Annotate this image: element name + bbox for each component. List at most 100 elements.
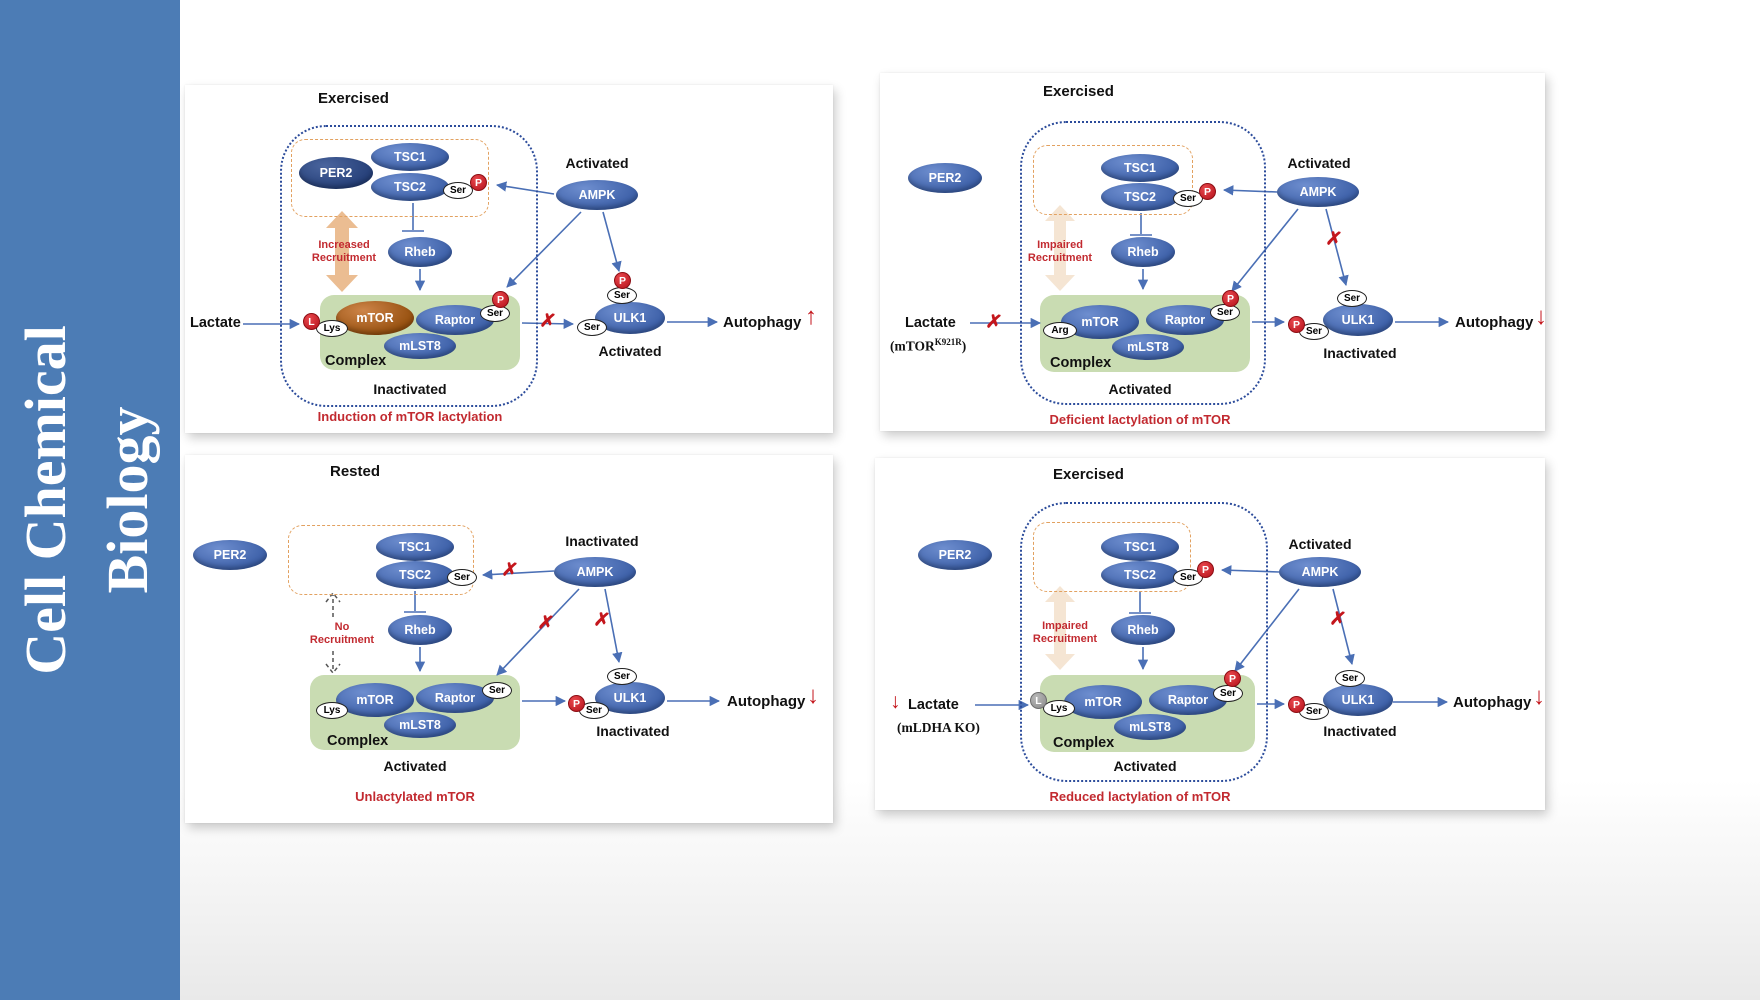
autophagy-label: Autophagy [1453, 694, 1532, 711]
no-recruitment-up-arrow [325, 591, 341, 617]
ampk-state-label: Inactivated [565, 533, 639, 549]
ampk-state-label: Activated [1288, 536, 1352, 552]
blocked-x-icon: ✗ [536, 611, 556, 636]
panel-rested: Rested PER2 TSC1 TSC2 Ser ✗ Inactivated … [185, 455, 833, 823]
ser-site-badge: Ser [482, 682, 512, 699]
protein-oval-ampk: AMPK [1277, 177, 1359, 207]
complex-state-label: Activated [1108, 381, 1172, 397]
mutant-prefix: (mTOR [890, 338, 935, 354]
ser-site-badge: Ser [1299, 703, 1329, 720]
recruitment-line2: Recruitment [311, 252, 377, 264]
panel-exercised-mtor-k921r: Exercised PER2 TSC1 TSC2 Ser P Activated… [880, 73, 1547, 431]
recruitment-line1: Increased [318, 239, 370, 251]
phospho-p-badge: P [1199, 183, 1216, 200]
blocked-x-icon: ✗ [1324, 227, 1344, 252]
lactate-label: Lactate [905, 315, 956, 331]
protein-oval-tsc2: TSC2 [1101, 561, 1179, 589]
blocked-x-icon: ✗ [538, 309, 558, 334]
recruitment-line2: Recruitment [309, 634, 375, 646]
phospho-p-badge: P [568, 695, 585, 712]
knockout-label: (mLDHA KO) [897, 720, 980, 735]
complex-state-label: Activated [1113, 758, 1177, 774]
blocked-x-icon: ✗ [1328, 607, 1348, 632]
phospho-p-badge: P [492, 291, 509, 308]
protein-oval-tsc2: TSC2 [1101, 183, 1179, 211]
no-recruitment-down-arrow [325, 651, 341, 675]
ser-site-badge: Ser [1213, 685, 1243, 702]
complex-label: Complex [1050, 355, 1112, 371]
lactyl-l-badge: L [1030, 692, 1047, 709]
ser-site-badge: Ser [447, 569, 477, 586]
protein-oval-ampk: AMPK [556, 180, 638, 210]
protein-oval-ampk: AMPK [1279, 557, 1361, 587]
journal-title-line2: Biology [95, 406, 160, 594]
recruitment-line1: No [334, 621, 350, 633]
ser-site-badge: Ser [480, 305, 510, 322]
ser-site-badge: Ser [579, 702, 609, 719]
per2-recruitment-zone [291, 139, 489, 217]
autophagy-label: Autophagy [1455, 314, 1534, 331]
complex-state-label: Inactivated [373, 381, 447, 397]
protein-oval-rheb: Rheb [1111, 615, 1175, 645]
ser-site-badge: Ser [1335, 670, 1365, 687]
protein-oval-rheb: Rheb [1111, 237, 1175, 267]
recruitment-line1: Impaired [1037, 239, 1083, 251]
recruitment-line2: Recruitment [1027, 252, 1093, 264]
condition-title: Exercised [318, 90, 389, 107]
lys-site-badge: Lys [316, 702, 348, 719]
protein-oval-tsc1: TSC1 [1101, 533, 1179, 561]
per2-recruitment-zone [1033, 145, 1193, 215]
protein-oval-tsc2: TSC2 [376, 561, 454, 589]
protein-oval-tsc1: TSC1 [376, 533, 454, 561]
protein-oval-rheb: Rheb [388, 615, 452, 645]
panel-exercised-wt: Exercised PER2 TSC1 TSC2 Ser P Activated… [185, 85, 833, 433]
protein-oval-per2: PER2 [908, 163, 982, 193]
lys-site-badge: Lys [1043, 700, 1075, 717]
phospho-p-badge: P [470, 174, 487, 191]
ulk1-state-label: Inactivated [1323, 723, 1397, 739]
protein-oval-ulk1: ULK1 [595, 682, 665, 714]
protein-oval-ulk1: ULK1 [1323, 684, 1393, 716]
protein-oval-raptor: Raptor [416, 683, 494, 713]
panel-caption: Reduced lactylation of mTOR [1049, 789, 1231, 804]
recruitment-line2: Recruitment [1032, 633, 1098, 645]
per2-recruitment-zone [1033, 522, 1191, 592]
blocked-x-icon: ✗ [592, 608, 612, 633]
autophagy-down-arrow-icon: ↓ [1533, 683, 1545, 710]
pathway-wires [325, 569, 721, 707]
journal-title-line1: Cell Chemical [13, 325, 78, 675]
ulk1-state-label: Inactivated [1323, 345, 1397, 361]
ser-site-badge: Ser [443, 182, 473, 199]
phospho-p-badge: P [614, 272, 631, 289]
phospho-p-badge: P [1224, 670, 1241, 687]
condition-title: Rested [330, 463, 381, 480]
ulk1-state-label: Inactivated [596, 723, 670, 739]
per2-recruitment-zone [288, 525, 474, 595]
ser-site-badge: Ser [607, 287, 637, 304]
condition-title: Exercised [1053, 466, 1124, 483]
protein-oval-mlst8: mLST8 [1114, 714, 1186, 740]
protein-oval-mlst8: mLST8 [1112, 334, 1184, 360]
lys-site-badge: Lys [316, 320, 348, 337]
condition-title: Exercised [1043, 83, 1114, 100]
recruitment-label: No Recruitment [294, 621, 390, 647]
complex-label: Complex [1053, 735, 1115, 751]
protein-oval-rheb: Rheb [388, 237, 452, 267]
protein-oval-mtor: mTOR [336, 683, 414, 717]
autophagy-label: Autophagy [727, 693, 806, 710]
lactate-label: Lactate [908, 697, 959, 713]
autophagy-down-arrow-icon: ↓ [807, 682, 819, 709]
panel-caption: Unlactylated mTOR [355, 789, 475, 804]
complex-label: Complex [325, 353, 387, 369]
protein-oval-mtor: mTOR [1064, 685, 1142, 719]
ulk1-state-label: Activated [598, 343, 662, 359]
lactate-down-arrow-icon: ↓ [890, 690, 901, 713]
protein-oval-ulk1: ULK1 [1323, 304, 1393, 336]
ser-site-badge: Ser [607, 668, 637, 685]
mutant-superscript: K921R [934, 337, 962, 347]
blocked-x-icon: ✗ [984, 310, 1004, 335]
protein-oval-mlst8: mLST8 [384, 712, 456, 738]
autophagy-label: Autophagy [723, 314, 802, 331]
panel-exercised-mldha-ko: Exercised PER2 TSC1 TSC2 Ser P Activated… [875, 458, 1545, 810]
lactyl-l-badge: L [303, 313, 320, 330]
